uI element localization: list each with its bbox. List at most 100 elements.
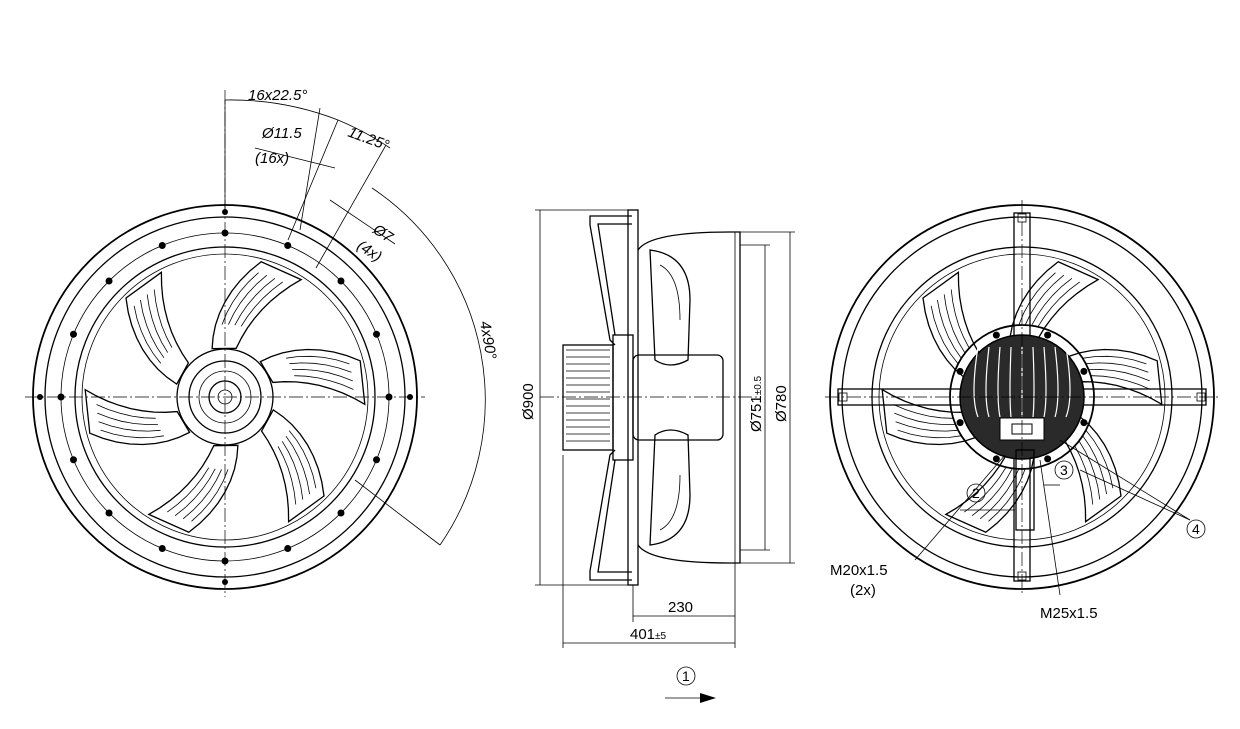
rear-motor-bolt (956, 419, 964, 427)
offset-ref-line (315, 144, 387, 269)
side-blade-bottom (649, 429, 691, 546)
front-mounting-hole (373, 330, 381, 338)
rear-blade-rib (1085, 430, 1114, 489)
rear-blade-rib (1018, 272, 1056, 325)
angle-offset-label: 11.25° (346, 124, 392, 154)
gland-large-label: M25x1.5 (1040, 605, 1098, 622)
side-hub (632, 354, 724, 441)
rear-blade-rib (937, 299, 962, 359)
rear-blade-rib (1089, 369, 1150, 382)
rear-motor-fin (1043, 346, 1047, 418)
front-blade-rib (133, 305, 162, 364)
flange-diameter-label: Ø780 (773, 385, 790, 422)
rear-motor-bolt (1080, 367, 1088, 375)
front-blade-rib (182, 469, 222, 520)
rear-blade-rib (1091, 375, 1151, 390)
front-blade (259, 348, 366, 406)
front-ring-hole (37, 394, 43, 400)
rear-blade-rib (930, 305, 959, 364)
front-mounting-hole (158, 545, 166, 553)
rear-motor-bolt (1044, 331, 1052, 339)
front-blade (125, 271, 190, 386)
gland-large-leader (1039, 459, 1061, 596)
rear-blade-rib (897, 429, 961, 439)
front-blade-rib (100, 429, 164, 439)
front-mounting-hole (105, 277, 113, 285)
rear-motor-bolt (1044, 455, 1052, 463)
gland-small-count: (2x) (850, 582, 876, 599)
rear-blade-rib (893, 404, 953, 419)
rear-blade-rib (1078, 441, 1101, 500)
front-blade (260, 408, 325, 523)
inner-diameter-label: Ø751±0.5 (748, 375, 765, 432)
front-blade-rib (289, 362, 352, 373)
rear-blade-rib (971, 468, 1013, 517)
marker-4-leader-a (1059, 439, 1191, 521)
rear-blade-rib (1083, 355, 1147, 365)
angle-pitch-label: 16x22.5° (248, 87, 307, 104)
gland-small-leader (914, 454, 1006, 561)
front-blade-rib (288, 430, 317, 489)
front-blade (211, 261, 303, 350)
front-blade-rib (97, 412, 158, 425)
front-mounting-hole (69, 456, 77, 464)
rear-blade-rib (1074, 446, 1094, 505)
hole-main-leader-2 (299, 107, 321, 231)
side-blade-top (649, 249, 691, 366)
rear-blade-rib (950, 289, 970, 348)
hole-small-dim (329, 199, 396, 245)
front-view: 16x22.5° 11.25° Ø11.5 (16x) Ø7 (4x) 4x90… (25, 87, 499, 597)
airflow-marker-label: 1 (682, 668, 690, 684)
rear-blade-rib (943, 294, 966, 353)
airflow-arrow-head (700, 693, 716, 703)
angle-pitch-arc (224, 99, 339, 121)
hole-main-label: Ø11.5 (261, 125, 302, 142)
rear-motor-fin (985, 346, 990, 418)
rear-motor-fin (1009, 346, 1012, 418)
front-mounting-hole (373, 456, 381, 464)
side-motor-flange (612, 334, 634, 461)
front-blade-rib (281, 441, 304, 500)
front-blade-rib (234, 277, 276, 326)
side-strut-bottom (589, 449, 632, 581)
marker-4-label: 4 (1192, 521, 1200, 537)
side-strut-bottom-inner (597, 459, 632, 573)
front-blade-rib (153, 289, 173, 348)
rear-view: 2 3 4 M20x1.5 (2x) M25x1.5 (825, 200, 1220, 622)
front-blade (147, 444, 239, 533)
rear-blade-rib (988, 469, 1026, 522)
marker-3-label: 3 (1060, 462, 1068, 478)
front-blade-rib (285, 435, 310, 495)
front-mounting-hole (105, 509, 113, 517)
side-strut-top-inner (597, 223, 632, 336)
angle-offset-arc (337, 119, 391, 149)
rear-blade-rib (964, 467, 1007, 513)
front-blade-rib (98, 421, 161, 432)
front-mounting-hole (337, 277, 345, 285)
front-mounting-hole (337, 509, 345, 517)
rear-motor-fin (1054, 346, 1059, 418)
hole-main-count: (16x) (255, 150, 289, 167)
front-fan-blades (84, 261, 366, 533)
rear-blade-rib (1086, 362, 1149, 373)
marker-3-circle (1054, 460, 1074, 480)
marker-2-label: 2 (972, 485, 980, 501)
front-mounting-hole (158, 241, 166, 249)
front-blade-rib (140, 299, 165, 359)
rear-motor-fin (973, 346, 979, 418)
rear-blade-rib (1031, 277, 1073, 326)
front-blade-rib (277, 446, 297, 505)
front-blade-rib (96, 404, 156, 419)
airflow-marker-circle (676, 666, 696, 686)
front-blade-rib (240, 281, 283, 327)
rear-blade-rib (894, 412, 955, 425)
rear-blade-rib (1082, 435, 1107, 495)
marker-4-leader-b (1079, 469, 1191, 521)
outer-diameter-label: Ø900 (520, 383, 537, 420)
gland-small-label: M20x1.5 (830, 562, 888, 579)
rear-motor-bolt (956, 367, 964, 375)
rear-blade-rib (895, 421, 958, 432)
front-blade-rib (228, 274, 268, 325)
front-blade-rib (294, 375, 354, 390)
